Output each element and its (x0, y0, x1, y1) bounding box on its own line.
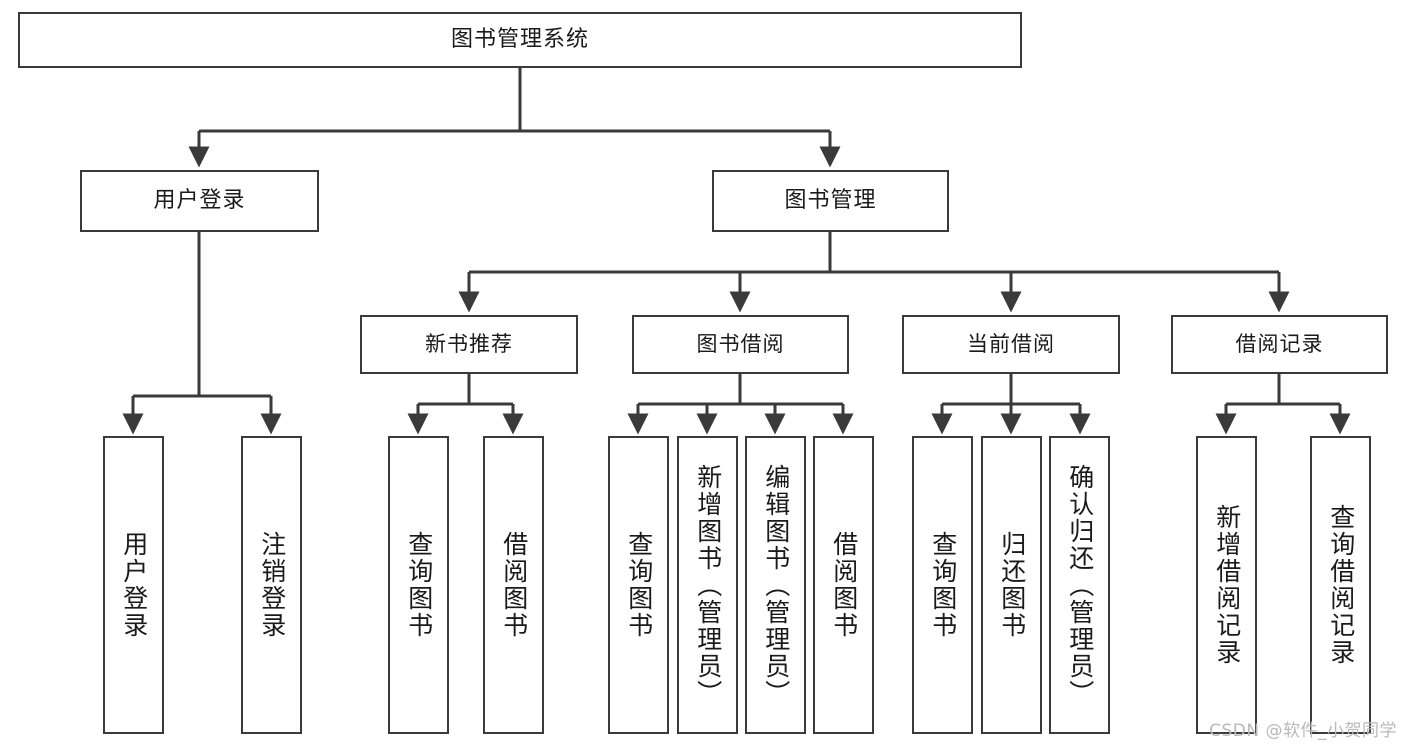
node-leaf-add-book-label: 新增图书（管理员） (693, 463, 723, 707)
node-leaf-borrow-book-2[interactable]: 借阅图书 (813, 436, 874, 734)
node-new-book-recommend-label: 新书推荐 (425, 331, 513, 356)
node-leaf-edit-book-label: 编辑图书（管理员） (761, 463, 791, 707)
node-leaf-query-book-1[interactable]: 查询图书 (388, 436, 449, 734)
node-leaf-query-book-3-label: 查询图书 (928, 531, 958, 639)
node-leaf-edit-book[interactable]: 编辑图书（管理员） (745, 436, 806, 734)
node-user-login[interactable]: 用户登录 (80, 170, 319, 232)
node-leaf-borrow-book-2-label: 借阅图书 (829, 531, 859, 639)
node-leaf-add-record[interactable]: 新增借阅记录 (1196, 436, 1257, 734)
node-leaf-query-book-1-label: 查询图书 (404, 531, 434, 639)
node-current-borrow-label: 当前借阅 (967, 331, 1055, 356)
node-root-label: 图书管理系统 (450, 26, 589, 52)
node-borrow-record[interactable]: 借阅记录 (1171, 315, 1388, 374)
node-book-borrow-label: 图书借阅 (696, 331, 785, 356)
node-user-login-label: 用户登录 (153, 187, 246, 213)
node-book-manage[interactable]: 图书管理 (712, 170, 949, 232)
node-new-book-recommend[interactable]: 新书推荐 (360, 315, 578, 374)
node-leaf-query-book-2-label: 查询图书 (624, 531, 654, 639)
node-leaf-logout-login[interactable]: 注销登录 (241, 436, 302, 734)
csdn-watermark: CSDN @软件_小贺同学 (1209, 721, 1397, 741)
node-current-borrow[interactable]: 当前借阅 (902, 315, 1120, 374)
node-leaf-confirm-return[interactable]: 确认归还（管理员） (1049, 436, 1110, 734)
node-leaf-confirm-return-label: 确认归还（管理员） (1065, 463, 1095, 707)
node-leaf-user-login[interactable]: 用户登录 (103, 436, 164, 734)
node-leaf-borrow-book-1[interactable]: 借阅图书 (483, 436, 544, 734)
node-book-manage-label: 图书管理 (784, 187, 877, 213)
node-leaf-borrow-book-1-label: 借阅图书 (499, 531, 529, 639)
node-leaf-query-record-label: 查询借阅记录 (1326, 504, 1356, 666)
node-leaf-query-book-2[interactable]: 查询图书 (608, 436, 669, 734)
node-leaf-logout-login-label: 注销登录 (257, 531, 287, 639)
node-leaf-query-book-3[interactable]: 查询图书 (912, 436, 973, 734)
node-leaf-return-book-label: 归还图书 (997, 531, 1027, 639)
node-leaf-return-book[interactable]: 归还图书 (981, 436, 1042, 734)
node-leaf-add-book[interactable]: 新增图书（管理员） (677, 436, 738, 734)
node-leaf-add-record-label: 新增借阅记录 (1212, 504, 1242, 666)
node-root[interactable]: 图书管理系统 (18, 12, 1022, 68)
node-leaf-query-record[interactable]: 查询借阅记录 (1310, 436, 1371, 734)
node-leaf-user-login-label: 用户登录 (119, 531, 149, 639)
node-borrow-record-label: 借阅记录 (1235, 331, 1324, 356)
node-book-borrow[interactable]: 图书借阅 (632, 315, 849, 374)
